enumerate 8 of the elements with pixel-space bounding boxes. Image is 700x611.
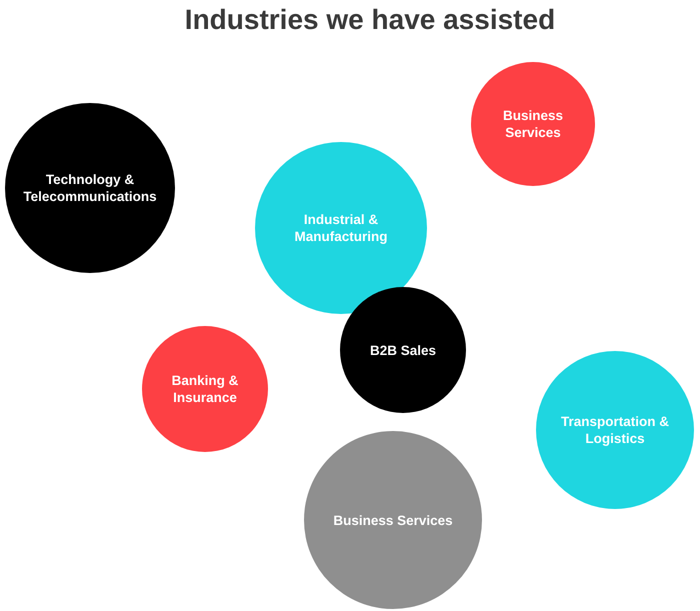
bubble-label: Business Services: [502, 107, 564, 141]
page-title: Industries we have assisted: [184, 4, 556, 36]
bubble-label: Transportation & Logistics: [560, 413, 670, 447]
bubble-label: Business Services: [333, 512, 453, 528]
bubble-label: B2B Sales: [370, 342, 436, 358]
bubble-label: Technology & Telecommunications: [22, 171, 158, 205]
bubble-label: Banking & Insurance: [170, 372, 240, 406]
bubble-label: Industrial & Manufacturing: [294, 211, 388, 245]
